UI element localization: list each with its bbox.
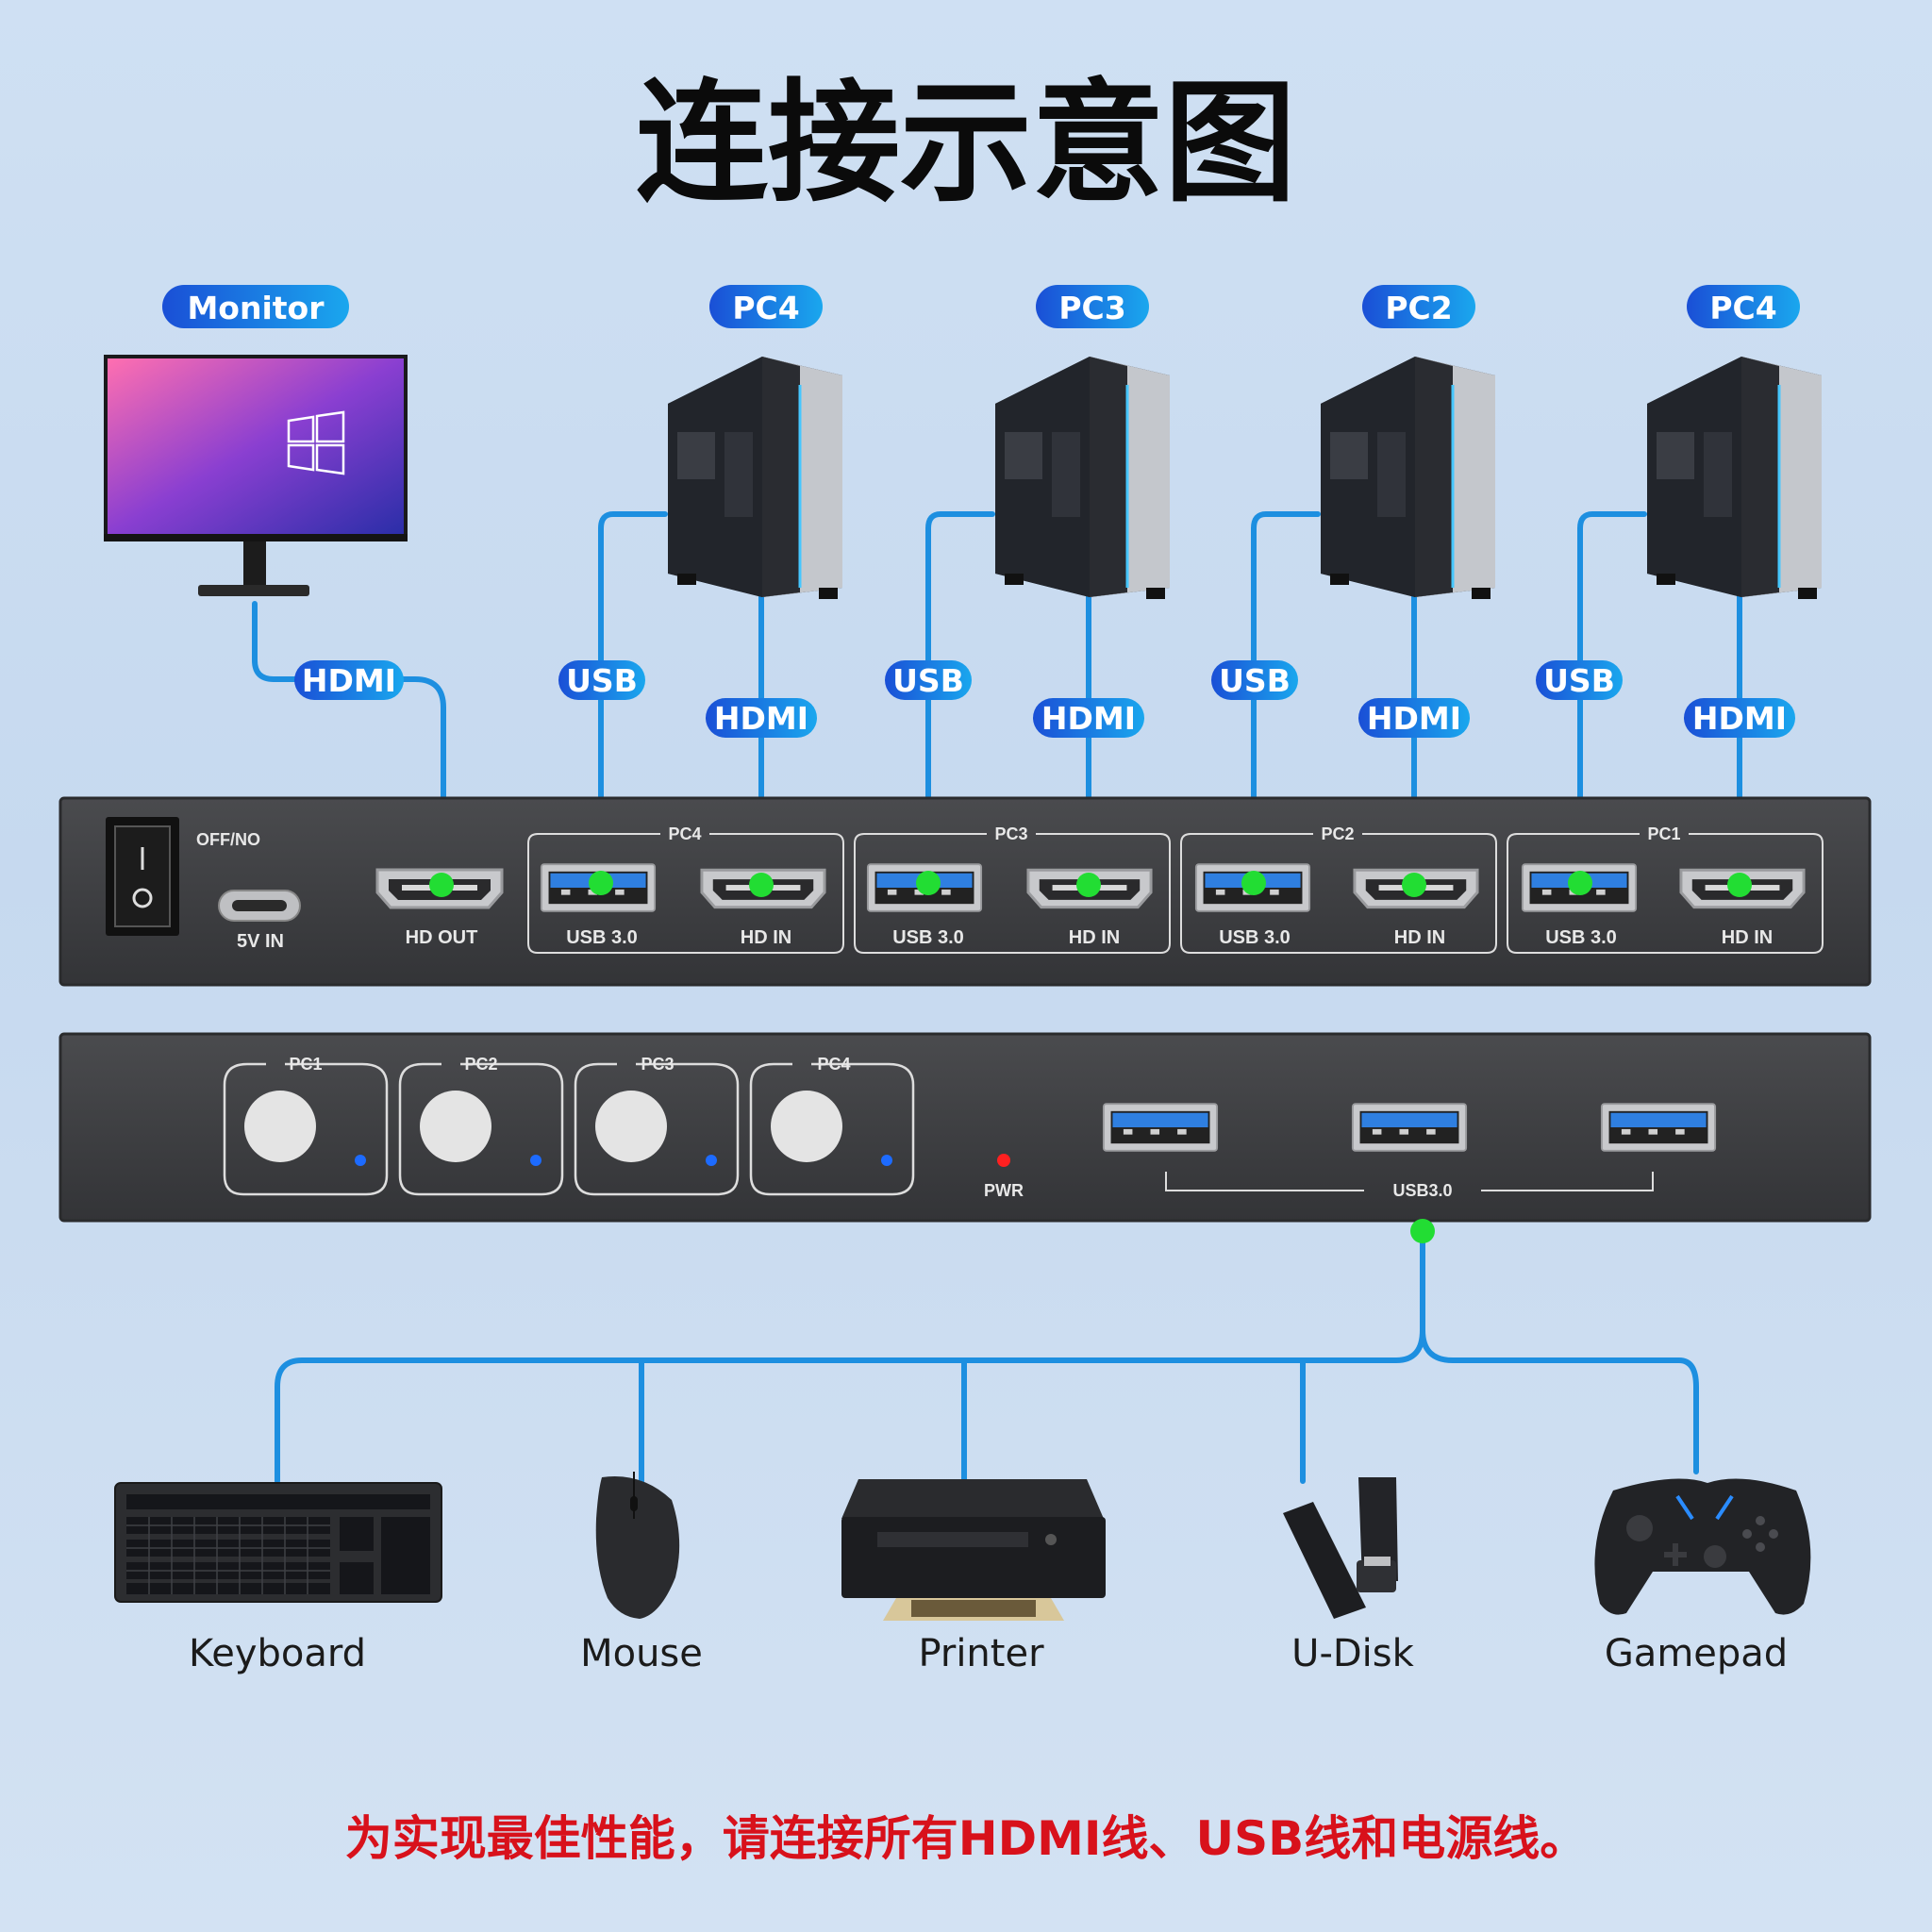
- select-pc3-button[interactable]: PC3: [574, 1055, 740, 1196]
- usb-hub-label: USB3.0: [1392, 1181, 1452, 1200]
- port-group-pc3: PC3 USB 3.0 HD IN: [854, 824, 1171, 954]
- svg-text:PC4: PC4: [668, 824, 701, 843]
- svg-text:USB 3.0: USB 3.0: [1219, 927, 1291, 948]
- pc3-usb-cable: [925, 511, 995, 888]
- svg-text:HD IN: HD IN: [1722, 927, 1773, 948]
- pc-tower-1: [666, 355, 844, 601]
- pc-tower-3: [1319, 355, 1497, 601]
- page-title: 连接示意图: [636, 67, 1296, 221]
- pc-tower-4: [1645, 355, 1824, 601]
- pc-label-3: PC2: [1362, 285, 1475, 328]
- connection-dots: [429, 871, 1752, 897]
- select-pc2-button[interactable]: PC2: [398, 1055, 564, 1196]
- mouse-icon: [595, 1472, 680, 1619]
- keyboard-icon: [114, 1482, 442, 1603]
- svg-text:USB: USB: [566, 662, 638, 699]
- switch-label: OFF/NO: [196, 830, 260, 849]
- usb-label-2: USB: [885, 660, 972, 700]
- power-port-label: 5V IN: [237, 931, 284, 952]
- svg-text:HDMI: HDMI: [1692, 700, 1787, 737]
- svg-text:USB: USB: [892, 662, 964, 699]
- svg-text:USB 3.0: USB 3.0: [892, 927, 964, 948]
- pc1-usb-cable: [1577, 511, 1647, 888]
- gamepad-icon: [1594, 1478, 1811, 1615]
- svg-text:HDMI: HDMI: [1041, 700, 1136, 737]
- monitor-label: Monitor: [162, 285, 349, 328]
- svg-text:HDMI: HDMI: [714, 700, 808, 737]
- front-usb-port-1: [1102, 1103, 1219, 1152]
- svg-text:USB 3.0: USB 3.0: [566, 927, 638, 948]
- svg-text:HD IN: HD IN: [741, 927, 791, 948]
- footer-note: 为实现最佳性能，请连接所有HDMI线、USB线和电源线。: [345, 1811, 1587, 1866]
- device-label-mouse: Mouse: [580, 1632, 703, 1675]
- svg-text:HDMI: HDMI: [1367, 700, 1461, 737]
- device-label-u-disk: U-Disk: [1291, 1632, 1414, 1675]
- usb-label-4: USB: [1536, 660, 1623, 700]
- svg-text:PC2: PC2: [464, 1055, 497, 1074]
- device-label-keyboard: Keyboard: [189, 1632, 366, 1675]
- device-label-printer: Printer: [918, 1632, 1044, 1675]
- device-label-gamepad: Gamepad: [1605, 1632, 1788, 1675]
- kvm-back-panel: OFF/NO 5V IN HD OUT PC4 USB 3.0 HD IN PC…: [58, 796, 1872, 987]
- port-group-pc1: PC1 USB 3.0 HD IN: [1507, 824, 1824, 954]
- svg-text:PC1: PC1: [1647, 824, 1680, 843]
- svg-text:USB: USB: [1543, 662, 1615, 699]
- svg-text:PC4: PC4: [817, 1055, 850, 1074]
- svg-text:PC2: PC2: [1385, 290, 1452, 326]
- kvm-front-panel: PC1 PC2 PC3 PC4 PWR USB3.0: [58, 1032, 1872, 1243]
- hd-out-label: HD OUT: [406, 927, 478, 948]
- hdmi-label-2: HDMI: [1033, 698, 1144, 738]
- power-switch[interactable]: [106, 817, 179, 936]
- usb-hub-cable: [275, 1228, 1699, 1493]
- svg-text:HDMI: HDMI: [302, 662, 396, 699]
- port-group-pc4: PC4 USB 3.0 HD IN: [527, 824, 844, 954]
- pc-label-2: PC3: [1036, 285, 1149, 328]
- svg-text:PC4: PC4: [732, 290, 799, 326]
- svg-text:PC2: PC2: [1321, 824, 1354, 843]
- svg-text:PC3: PC3: [994, 824, 1027, 843]
- select-pc1-button[interactable]: PC1: [223, 1055, 389, 1196]
- hub-connection-dot: [1410, 1219, 1435, 1243]
- front-usb-port-2: [1351, 1103, 1468, 1152]
- pc-tower-2: [993, 355, 1172, 601]
- usb-label-1: USB: [558, 660, 645, 700]
- select-pc4-button[interactable]: PC4: [749, 1055, 915, 1196]
- port-group-pc2: PC2 USB 3.0 HD IN: [1180, 824, 1497, 954]
- svg-text:PC4: PC4: [1709, 290, 1776, 326]
- u-disk-icon: [1283, 1477, 1398, 1619]
- monitor: [104, 355, 408, 596]
- svg-text:Monitor: Monitor: [187, 290, 325, 326]
- pc-label-4: PC4: [1687, 285, 1800, 328]
- svg-text:HD IN: HD IN: [1394, 927, 1445, 948]
- printer-icon: [841, 1479, 1106, 1621]
- pwr-label: PWR: [984, 1181, 1024, 1200]
- front-usb-port-3: [1600, 1103, 1717, 1152]
- pc-label-1: PC4: [709, 285, 823, 328]
- svg-text:PC3: PC3: [1058, 290, 1125, 326]
- pwr-led: [997, 1154, 1010, 1167]
- cables: [252, 511, 1742, 1493]
- svg-text:HD IN: HD IN: [1069, 927, 1120, 948]
- hdmi-label-1: HDMI: [706, 698, 817, 738]
- svg-text:PC3: PC3: [641, 1055, 674, 1074]
- hdmi-label-3: HDMI: [1358, 698, 1470, 738]
- svg-text:USB: USB: [1219, 662, 1291, 699]
- pc2-usb-cable: [1251, 511, 1321, 888]
- svg-text:USB 3.0: USB 3.0: [1545, 927, 1617, 948]
- hdmi-label-monitor: HDMI: [294, 660, 404, 700]
- pc4-usb-cable: [598, 511, 668, 888]
- power-port: [218, 890, 301, 922]
- svg-text:PC1: PC1: [289, 1055, 322, 1074]
- hdmi-label-4: HDMI: [1684, 698, 1795, 738]
- windows-logo-icon: [287, 410, 345, 475]
- usb-label-3: USB: [1211, 660, 1298, 700]
